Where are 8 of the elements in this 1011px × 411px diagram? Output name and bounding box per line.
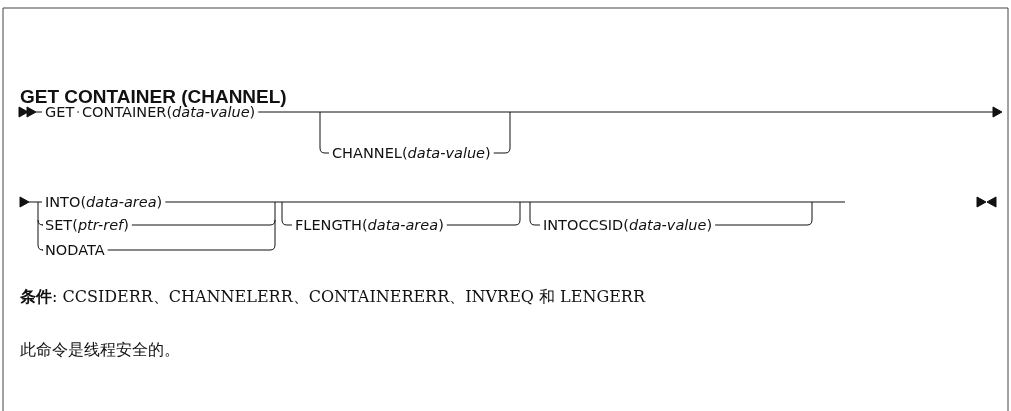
optional-keyword: CHANNEL(data-value)	[332, 144, 491, 162]
optional-keyword: FLENGTH(data-area)	[295, 216, 444, 234]
optional-keyword: INTOCCSID(data-value)	[543, 216, 713, 234]
conditions-text: 条件: CCSIDERR、CHANNELERR、CONTAINERERR、INVREQ 和 LENGERR	[20, 286, 645, 308]
note-text: 此命令是线程安全的。	[20, 339, 180, 361]
choice-keyword: NODATA	[45, 241, 105, 259]
syntax-keyword: INTO(data-area)	[45, 193, 163, 211]
choice-keyword: SET(ptr-ref)	[45, 216, 129, 234]
